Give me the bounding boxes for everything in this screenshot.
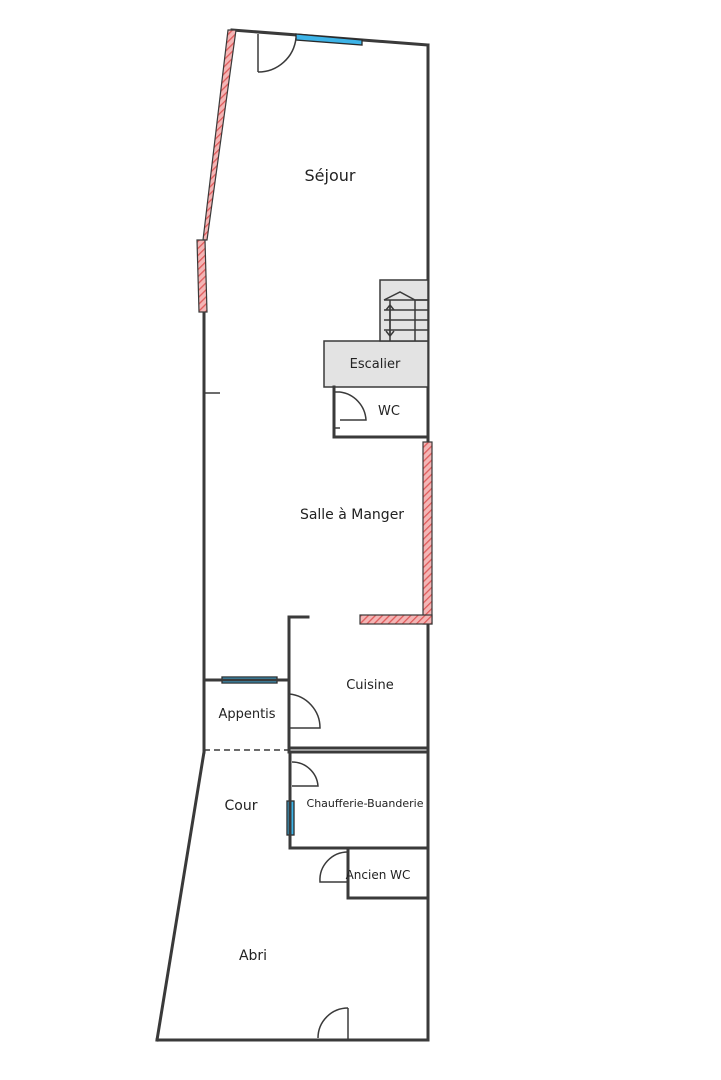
room-label-escalier: Escalier xyxy=(350,357,401,372)
room-label-sejour: Séjour xyxy=(305,166,356,185)
interior-walls xyxy=(202,279,430,900)
room-labels: Séjour Escalier WC Salle à Manger Cuisin… xyxy=(218,166,423,964)
room-label-appentis: Appentis xyxy=(218,707,275,722)
door-ancien-wc xyxy=(319,851,349,883)
room-label-cuisine: Cuisine xyxy=(346,678,394,693)
room-label-abri: Abri xyxy=(239,948,267,964)
room-label-wc: WC xyxy=(378,404,400,419)
door-appentis xyxy=(288,693,321,730)
room-label-salle-a-manger: Salle à Manger xyxy=(300,507,404,523)
room-label-cour: Cour xyxy=(225,798,258,814)
door-abri xyxy=(317,1007,349,1040)
room-label-chaufferie: Chaufferie-Buanderie xyxy=(307,797,424,810)
door-entry-sejour xyxy=(257,34,297,73)
door-wc xyxy=(334,391,367,429)
door-chaufferie xyxy=(291,761,319,787)
doors xyxy=(257,34,367,1040)
exterior-walls xyxy=(155,28,430,1042)
room-label-ancien-wc: Ancien WC xyxy=(346,868,411,882)
stair-block xyxy=(323,340,429,388)
hatched-walls xyxy=(196,29,433,625)
